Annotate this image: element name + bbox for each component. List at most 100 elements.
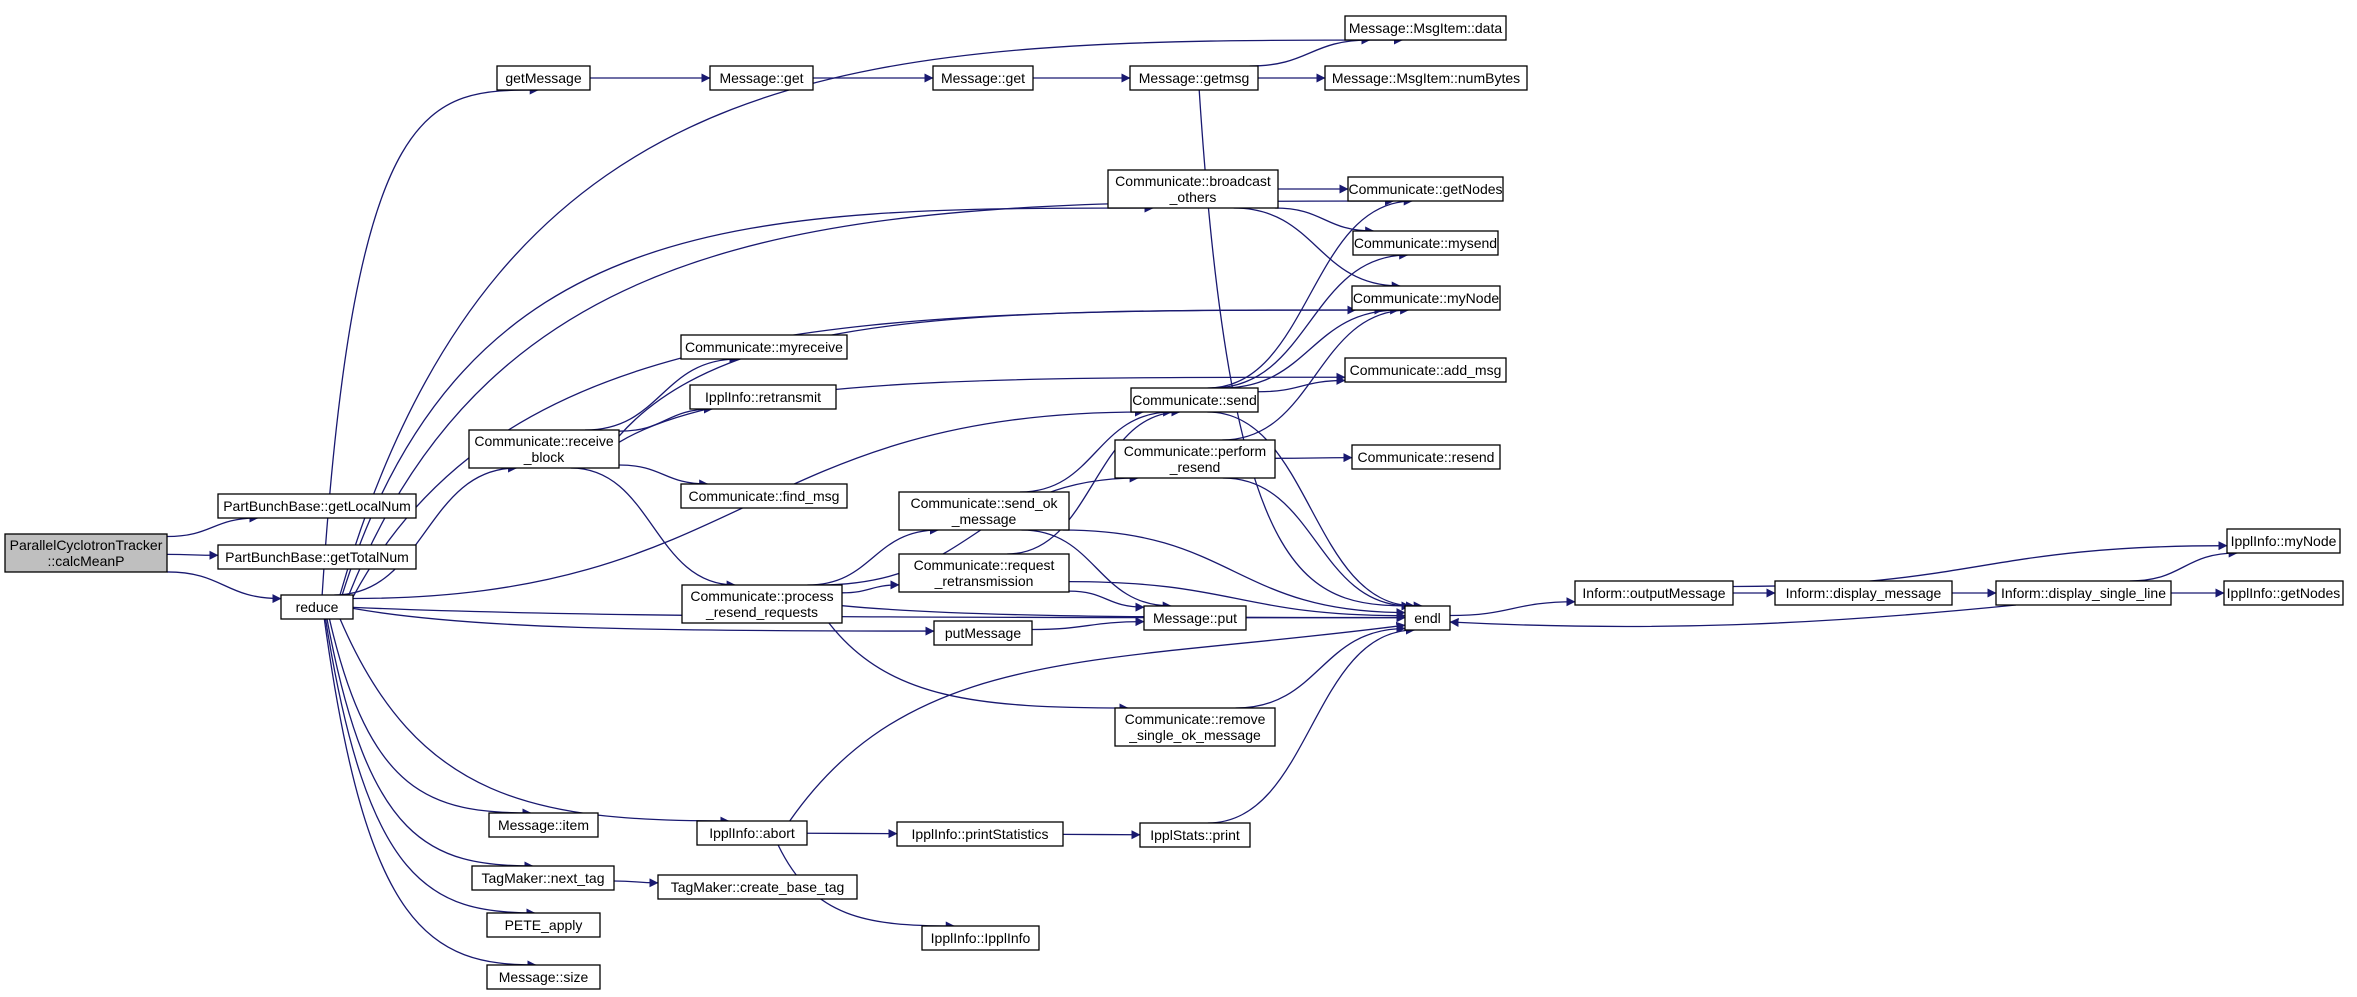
node-label: _single_ok_message: [1128, 727, 1261, 743]
node-comm_addmsg[interactable]: Communicate::add_msg: [1344, 357, 1507, 383]
node-box: [1130, 387, 1259, 413]
node-ippl_mynode[interactable]: IpplInfo::myNode: [2226, 528, 2341, 554]
edge-root-to-pbb_total: [166, 550, 219, 560]
edge-comm_perform_resend-to-comm_mynode: [1222, 305, 1410, 441]
edge-comm_broadcast-to-comm_mysend: [1274, 207, 1375, 236]
node-comm_receive_block[interactable]: Communicate::receive_block: [468, 429, 620, 469]
node-msg_get2[interactable]: Message::get: [932, 65, 1034, 91]
node-label: IpplStats::print: [1150, 827, 1240, 843]
node-box: [1995, 580, 2172, 606]
node-box: [896, 821, 1064, 847]
node-msg_put[interactable]: Message::put: [1143, 605, 1247, 631]
node-msg_get1[interactable]: Message::get: [709, 65, 814, 91]
nodes-layer: ParallelCyclotronTracker::calcMeanP PartB…: [4, 15, 2344, 990]
node-comm_broadcast[interactable]: Communicate::broadcast_others: [1107, 169, 1279, 209]
node-inform_output[interactable]: Inform::outputMessage: [1574, 580, 1734, 606]
node-label: PartBunchBase::getLocalNum: [223, 498, 411, 514]
node-box: [468, 429, 620, 469]
node-box: [217, 544, 417, 570]
node-comm_mynode[interactable]: Communicate::myNode: [1351, 285, 1501, 311]
node-msgitem_data[interactable]: Message::MsgItem::data: [1344, 15, 1507, 41]
node-box: [680, 483, 848, 509]
node-label: Message::getmsg: [1139, 70, 1250, 86]
node-label: Message::size: [499, 969, 589, 985]
edge-comm_receive_block-to-comm_find_msg: [618, 464, 709, 489]
edge-reduce-to-comm_broadcast: [341, 203, 1154, 596]
node-box: [1351, 444, 1501, 470]
node-root[interactable]: ParallelCyclotronTracker::calcMeanP: [4, 533, 168, 573]
node-msg_size[interactable]: Message::size: [486, 964, 601, 990]
edge-comm_send-to-comm_mysend: [1212, 250, 1409, 389]
node-pbb_total[interactable]: PartBunchBase::getTotalNum: [217, 544, 417, 570]
node-msg_getmsg[interactable]: Message::getmsg: [1129, 65, 1259, 91]
node-comm_perform_resend[interactable]: Communicate::perform_resend: [1114, 439, 1276, 479]
node-ipplstats_print[interactable]: IpplStats::print: [1139, 822, 1251, 848]
node-box: [1574, 580, 1734, 606]
node-reduce[interactable]: reduce: [280, 594, 354, 620]
edge-comm_receive_block-to-comm_process_resend: [570, 467, 736, 590]
node-label: PartBunchBase::getTotalNum: [225, 549, 409, 565]
node-label: Communicate::perform: [1124, 443, 1266, 459]
node-comm_myreceive[interactable]: Communicate::myreceive: [680, 334, 848, 360]
node-msg_item[interactable]: Message::item: [488, 812, 599, 838]
node-comm_mysend[interactable]: Communicate::mysend: [1352, 230, 1499, 256]
node-box: [1347, 176, 1504, 202]
node-box: [657, 874, 858, 900]
node-ippl_printstats[interactable]: IpplInfo::printStatistics: [896, 821, 1064, 847]
node-label: Communicate::broadcast: [1115, 173, 1271, 189]
node-label: _retransmission: [934, 573, 1034, 589]
node-label: Communicate::myreceive: [685, 339, 843, 355]
edge-ipplstats_print-to-endl: [1207, 625, 1416, 824]
node-comm_remove_single[interactable]: Communicate::remove_single_ok_message: [1114, 707, 1276, 747]
node-ippl_retransmit[interactable]: IpplInfo::retransmit: [689, 384, 837, 410]
node-comm_send[interactable]: Communicate::send: [1130, 387, 1259, 413]
edge-comm_perform_resend-to-comm_resend: [1274, 453, 1353, 463]
node-box: [1143, 605, 1247, 631]
edge-comm_remove_single-to-endl: [1235, 624, 1406, 709]
node-label: Communicate::process: [690, 588, 833, 604]
node-box: [1774, 580, 1953, 606]
node-comm_process_resend[interactable]: Communicate::process_resend_requests: [681, 584, 843, 624]
node-putMessage[interactable]: putMessage: [933, 620, 1033, 646]
node-msgitem_numbytes[interactable]: Message::MsgItem::numBytes: [1324, 65, 1528, 91]
node-tag_create_base[interactable]: TagMaker::create_base_tag: [657, 874, 858, 900]
node-comm_find_msg[interactable]: Communicate::find_msg: [680, 483, 848, 509]
node-comm_resend[interactable]: Communicate::resend: [1351, 444, 1501, 470]
node-box: [898, 553, 1070, 593]
edge-comm_send-to-comm_getnodes: [1207, 196, 1413, 389]
node-inform_display[interactable]: Inform::display_message: [1774, 580, 1953, 606]
node-label: Message::item: [498, 817, 589, 833]
node-box: [486, 912, 601, 938]
node-label: TagMaker::next_tag: [482, 870, 605, 886]
node-label: Inform::outputMessage: [1582, 585, 1725, 601]
node-pete_apply[interactable]: PETE_apply: [486, 912, 601, 938]
node-tag_next[interactable]: TagMaker::next_tag: [471, 865, 615, 891]
edges-layer: [166, 35, 2238, 970]
node-pbb_local[interactable]: PartBunchBase::getLocalNum: [217, 493, 417, 519]
edge-comm_process_resend-to-comm_send_ok: [807, 525, 940, 586]
node-comm_send_ok[interactable]: Communicate::send_ok_message: [898, 491, 1070, 531]
node-ippl_ipplinfo[interactable]: IpplInfo::IpplInfo: [921, 925, 1040, 951]
node-label: _message: [951, 511, 1017, 527]
edge-comm_receive_block-to-comm_addmsg: [618, 372, 1346, 443]
node-inform_display_single[interactable]: Inform::display_single_line: [1995, 580, 2172, 606]
edge-comm_process_resend-to-comm_remove_single: [828, 622, 1129, 713]
edge-reduce-to-msg_item: [328, 618, 532, 818]
edge-comm_send-to-endl: [1207, 411, 1416, 611]
node-label: putMessage: [945, 625, 1021, 641]
edge-comm_send-to-comm_mynode: [1221, 305, 1400, 389]
edge-comm_request_retrans-to-comm_send: [1007, 407, 1181, 555]
node-box: [681, 584, 843, 624]
edge-comm_process_resend-to-comm_perform_resend: [818, 473, 1139, 586]
node-comm_request_retrans[interactable]: Communicate::request_retransmission: [898, 553, 1070, 593]
node-ippl_abort[interactable]: IpplInfo::abort: [696, 820, 808, 846]
node-box: [709, 65, 814, 91]
node-getMessage[interactable]: getMessage: [496, 65, 591, 91]
node-box: [1107, 169, 1279, 209]
node-ippl_getnodes[interactable]: IpplInfo::getNodes: [2223, 580, 2344, 606]
node-box: [933, 620, 1033, 646]
node-comm_getnodes[interactable]: Communicate::getNodes: [1347, 176, 1504, 202]
node-box: [4, 533, 168, 573]
node-endl[interactable]: endl: [1404, 605, 1451, 631]
